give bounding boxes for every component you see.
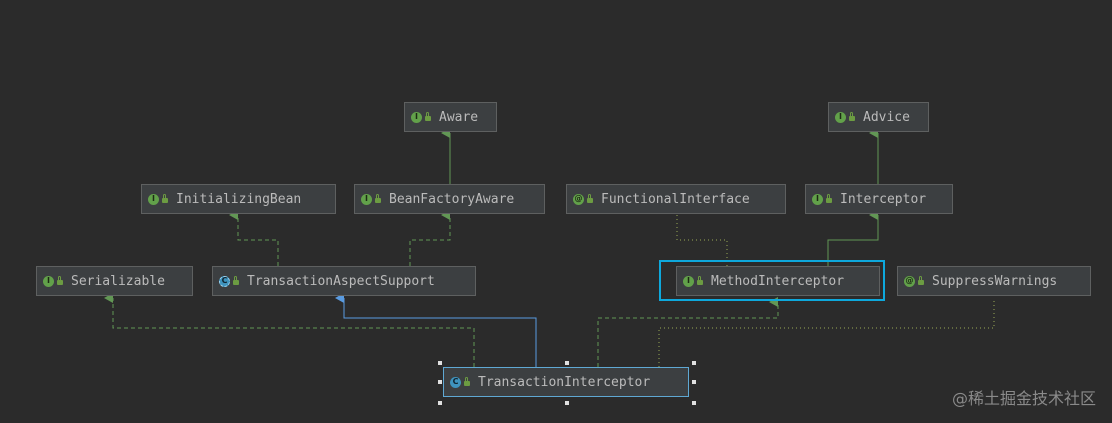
resize-handle-sw[interactable]: [438, 401, 442, 405]
lock-icon: [425, 112, 431, 121]
edge-tas-initializingbean: [229, 210, 279, 266]
edge-transactioninterceptor-suppresswarnings: [658, 298, 995, 367]
node-transactioninterceptor[interactable]: C TransactionInterceptor: [443, 367, 689, 397]
node-suppresswarnings[interactable]: @ SuppressWarnings: [897, 266, 1091, 296]
interface-icon: I: [835, 111, 846, 123]
lock-icon: [587, 194, 593, 203]
node-label: FunctionalInterface: [601, 191, 750, 207]
lock-icon: [849, 112, 855, 121]
node-label: Aware: [439, 109, 479, 125]
node-interceptor[interactable]: I Interceptor: [805, 184, 953, 214]
edge-transactioninterceptor-serializable: [104, 293, 475, 367]
lock-icon: [162, 194, 168, 203]
node-aware[interactable]: I Aware: [404, 102, 497, 132]
node-label: Serializable: [71, 273, 165, 289]
resize-handle-e[interactable]: [692, 380, 696, 384]
abstract-class-icon: C: [219, 275, 230, 287]
node-label: Advice: [863, 109, 910, 125]
resize-handle-n[interactable]: [565, 361, 569, 365]
edge-methodinterceptor-functionalinterface: [676, 215, 728, 266]
node-label: Interceptor: [840, 191, 927, 207]
interface-icon: I: [43, 275, 54, 287]
node-beanfactoryaware[interactable]: I BeanFactoryAware: [354, 184, 545, 214]
lock-icon: [375, 194, 381, 203]
resize-handle-s[interactable]: [565, 401, 569, 405]
interface-icon: I: [812, 193, 823, 205]
interface-icon: I: [411, 111, 422, 123]
edge-transactioninterceptor-methodinterceptor: [597, 297, 779, 367]
edge-transactioninterceptor-tas: [335, 293, 537, 367]
node-label: MethodInterceptor: [711, 273, 845, 289]
lock-icon: [57, 276, 63, 285]
node-label: TransactionInterceptor: [478, 374, 651, 390]
node-initializingbean[interactable]: I InitializingBean: [141, 184, 336, 214]
interface-icon: I: [361, 193, 372, 205]
node-label: InitializingBean: [176, 191, 302, 207]
lock-icon: [918, 276, 924, 285]
interface-icon: I: [148, 193, 159, 205]
node-label: BeanFactoryAware: [389, 191, 515, 207]
class-icon: C: [450, 376, 461, 388]
node-methodinterceptor[interactable]: I MethodInterceptor: [676, 266, 880, 296]
lock-icon: [464, 377, 470, 386]
resize-handle-ne[interactable]: [692, 361, 696, 365]
lock-icon: [697, 276, 703, 285]
node-functionalinterface[interactable]: @ FunctionalInterface: [566, 184, 786, 214]
annotation-icon: @: [573, 193, 584, 205]
edge-tas-beanfactoryaware: [409, 210, 451, 266]
annotation-icon: @: [904, 275, 915, 287]
node-advice[interactable]: I Advice: [828, 102, 929, 132]
node-serializable[interactable]: I Serializable: [36, 266, 193, 296]
lock-icon: [826, 194, 832, 203]
node-label: TransactionAspectSupport: [247, 273, 435, 289]
resize-handle-nw[interactable]: [438, 361, 442, 365]
resize-handle-se[interactable]: [692, 401, 696, 405]
edge-methodinterceptor-interceptor: [827, 210, 879, 266]
interface-icon: I: [683, 275, 694, 287]
resize-handle-w[interactable]: [438, 380, 442, 384]
node-label: SuppressWarnings: [932, 273, 1058, 289]
watermark: @稀土掘金技术社区: [951, 389, 1096, 408]
lock-icon: [233, 276, 239, 285]
node-transactionaspectsupport[interactable]: C TransactionAspectSupport: [212, 266, 476, 296]
